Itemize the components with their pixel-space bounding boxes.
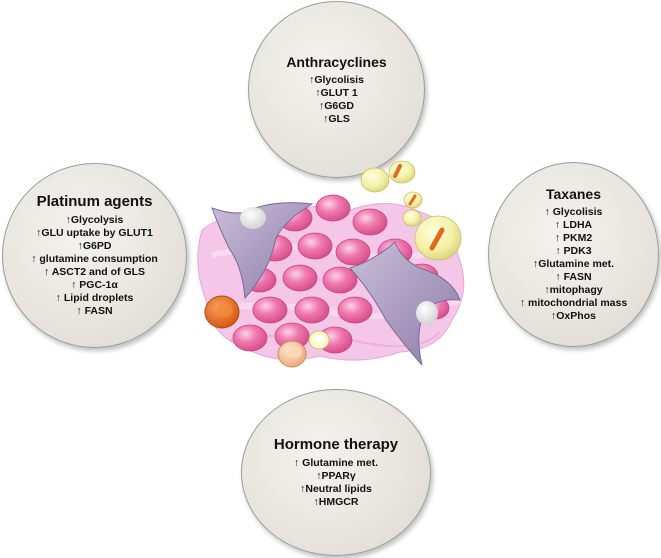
tumor-cell <box>315 194 351 222</box>
tumor-cell <box>335 238 371 266</box>
taxanes-effect: ↑ PKM2 <box>554 232 593 244</box>
anthracyclines-circle: Anthracyclines ↑Glycolisis ↑GLUT 1 ↑G6GD… <box>248 1 425 178</box>
stroma-fiber <box>229 331 441 348</box>
fibroblast-left <box>211 202 314 300</box>
fibroblast-right <box>349 241 461 366</box>
adipocyte-lipid <box>408 194 417 206</box>
fibroblast-nucleus <box>240 207 266 229</box>
hormone-therapy-title: Hormone therapy <box>273 436 399 453</box>
taxanes-effect: ↑ LDHA <box>554 219 593 231</box>
platinum-agents-title: Platinum agents <box>36 193 153 210</box>
fibroblast-nucleus <box>416 301 438 325</box>
hormone-effect: ↑ Glutamine met. <box>293 457 378 469</box>
taxanes-effect: ↑Glutamine met. <box>532 258 615 270</box>
tumor-cell <box>352 208 388 236</box>
tumor-cell <box>232 324 268 352</box>
tumor-cell <box>297 232 333 260</box>
adipocyte-lipid <box>429 227 445 251</box>
adipocyte <box>402 209 422 227</box>
peach-cell <box>277 340 307 368</box>
adipocyte <box>360 167 390 193</box>
taxanes-effect: ↑ mitochondrial mass <box>519 297 628 309</box>
taxanes-effect: ↑ FASN <box>555 271 592 283</box>
fibroblast-cell <box>349 241 461 366</box>
hormone-therapy-circle: Hormone therapy ↑ Glutamine met. ↑PPARγ … <box>241 389 431 556</box>
taxanes-title: Taxanes <box>546 186 601 202</box>
platinum-effect: ↑G6PD <box>77 240 112 252</box>
platinum-effect: ↑ Lipid droplets <box>55 292 134 304</box>
anthracyclines-effect: ↑G6GD <box>318 99 354 112</box>
tumor-cell <box>282 264 318 292</box>
taxanes-effect: ↑OxPhos <box>551 310 596 322</box>
tumor-cell <box>294 296 330 324</box>
anthracyclines-title: Anthracyclines <box>286 53 387 70</box>
tumor-microenvironment-illustration <box>197 160 465 368</box>
taxanes-effect: ↑mitophagy <box>544 284 603 296</box>
platinum-effect: ↑ ASCT2 and of GLS <box>43 266 146 278</box>
anthracyclines-effect: ↑GLUT 1 <box>315 86 358 99</box>
small-yellow-cell <box>308 330 330 350</box>
hormone-effect: ↑Neutral lipids <box>300 483 372 495</box>
adipocytes <box>360 160 462 261</box>
anthracyclines-effect: ↑Glycolisis <box>309 73 364 86</box>
adipocyte <box>388 160 416 184</box>
anthracyclines-effects: ↑Glycolisis ↑GLUT 1 ↑G6GD ↑GLS <box>309 74 364 126</box>
anthracyclines-effect: ↑GLS <box>323 112 350 125</box>
taxanes-effects: ↑ Glycolisis ↑ LDHA ↑ PKM2 ↑ PDK3 ↑Gluta… <box>520 206 627 323</box>
tumor-cell <box>322 266 358 294</box>
platinum-agents-circle: Platinum agents ↑Glycolysis ↑GLU uptake … <box>2 163 187 348</box>
hormone-therapy-effects: ↑ Glutamine met. ↑PPARγ ↑Neutral lipids … <box>294 457 378 509</box>
platinum-agents-effects: ↑Glycolysis ↑GLU uptake by GLUT1 ↑G6PD ↑… <box>31 214 158 318</box>
adipocyte-lipid <box>393 164 402 178</box>
tumor-cell <box>252 296 288 324</box>
hormone-effect: ↑HMGCR <box>313 496 359 508</box>
taxanes-effect: ↑ Glycolisis <box>544 206 603 218</box>
taxanes-circle: Taxanes ↑ Glycolisis ↑ LDHA ↑ PKM2 ↑ PDK… <box>488 162 659 347</box>
platinum-effect: ↑ glutamine consumption <box>31 253 158 265</box>
taxanes-effect: ↑ PDK3 <box>555 245 592 257</box>
platinum-effect: ↑ FASN <box>76 305 113 317</box>
orange-cell <box>204 295 240 329</box>
platinum-effect: ↑ PGC-1α <box>71 279 118 291</box>
tumor-cell <box>337 296 373 324</box>
platinum-effect: ↑GLU uptake by GLUT1 <box>36 227 153 239</box>
platinum-effect: ↑Glycolysis <box>65 214 124 226</box>
hormone-effect: ↑PPARγ <box>316 470 356 482</box>
